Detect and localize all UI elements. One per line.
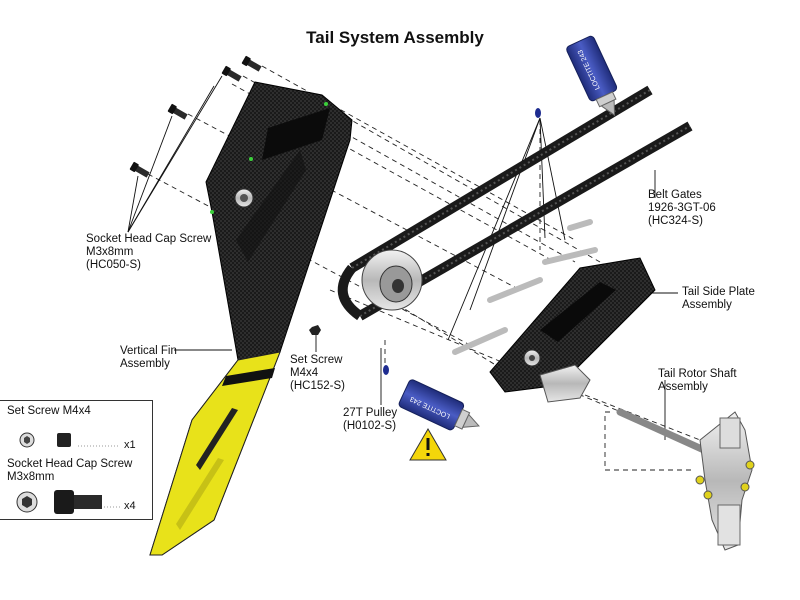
label-tail-rotor-shaft: Tail Rotor Shaft Assembly [658, 368, 737, 393]
legend-set-screw-qty: x1 [124, 439, 136, 451]
socket-screw-3 [167, 103, 188, 120]
socket-screw-4 [129, 161, 150, 178]
label-tail-side-plate: Tail Side Plate Assembly [682, 286, 755, 311]
socket-screw-2 [221, 65, 242, 82]
label-pulley: 27T Pulley (H0102-S) [343, 407, 398, 432]
loctite-bottle-bottom: LOCTITE 243 [398, 379, 480, 431]
legend-socket-qty: x4 [124, 500, 136, 512]
legend-dotted-lines [78, 445, 120, 508]
label-set-screw: Set Screw M4x4 (HC152-S) [290, 354, 345, 392]
tail-side-plate [452, 219, 656, 403]
socket-screw-side-icon [54, 490, 74, 514]
adhesive-drop-bottom [383, 365, 389, 375]
adhesive-drop-top [535, 108, 541, 118]
legend-socket-title: Socket Head Cap Screw M3x8mm [7, 458, 133, 483]
label-belt: Belt Gates 1926-3GT-06 (HC324-S) [648, 189, 716, 227]
socket-screw-1 [241, 55, 262, 72]
diagram-title: Tail System Assembly [306, 28, 484, 47]
legend-icons [16, 432, 102, 514]
warning-icon [409, 428, 447, 461]
socket-screw-group [129, 55, 262, 178]
legend-set-screw-title: Set Screw M4x4 [7, 405, 91, 417]
vertical-fin [149, 81, 353, 556]
label-socket-head-cap-screw: Socket Head Cap Screw M3x8mm (HC050-S) [86, 233, 212, 271]
set-screw [309, 325, 321, 335]
label-vertical-fin: Vertical Fin Assembly [120, 345, 177, 370]
hardware-legend [0, 400, 153, 520]
set-screw-side-icon [57, 433, 71, 447]
tail-rotor-shaft [616, 408, 755, 551]
pulley [361, 249, 423, 311]
